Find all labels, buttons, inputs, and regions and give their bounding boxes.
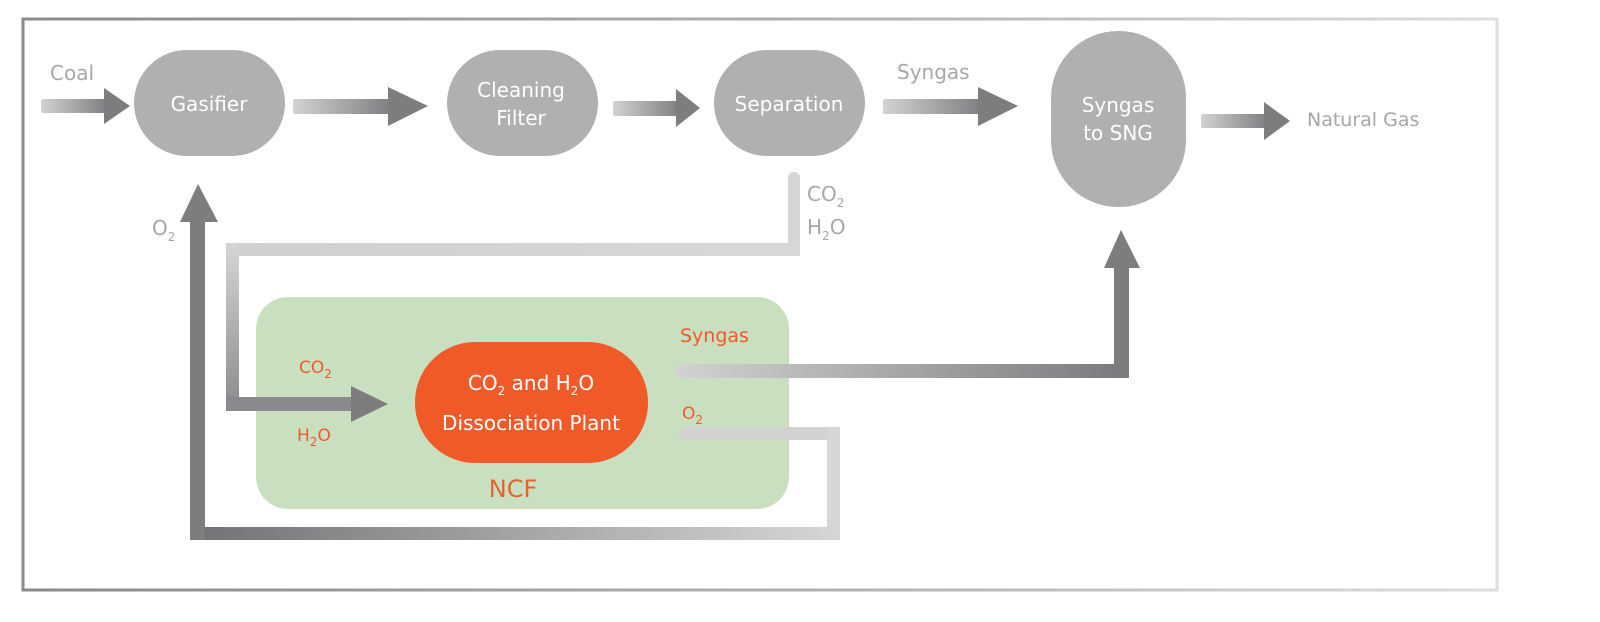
coal-label: Coal [50,61,94,85]
gasifier-node: Gasifier [134,50,285,156]
dissociation-plant-label-line1: CO2 and H2O [468,371,594,398]
cleaning-filter-label-line2: Filter [496,106,546,130]
gasifier-to-filter-arrow [293,87,428,126]
natural-gas-label: Natural Gas [1307,109,1419,131]
syngas-to-sng-node: Syngas to SNG [1051,31,1186,207]
sng-to-natural-gas-arrow [1201,102,1290,140]
separation-h2o-label: H2O [807,215,845,243]
ncf-co2-label: CO2 [299,358,332,381]
co2-h2o-return-loop [226,172,800,422]
syngas-to-sng-loop [676,230,1140,378]
ncf-h2o-label: H2O [297,426,331,449]
separation-co2-label: CO2 [807,182,844,210]
coal-arrow [41,88,130,124]
cleaning-filter-node: Cleaning Filter [447,50,598,156]
ncf-syngas-label: Syngas [680,325,749,347]
ncf-o2-label: O2 [682,404,703,427]
o2-gasifier-label: O2 [152,216,175,244]
dissociation-plant-node: CO2 and H2O Dissociation Plant [415,342,648,463]
ncf-label: NCF [489,475,538,503]
syngas-to-sng-label-line1: Syngas [1082,93,1155,117]
separation-label: Separation [735,92,844,116]
cleaning-filter-label-line1: Cleaning [477,78,565,102]
separation-to-sng-arrow [883,87,1018,126]
diagram-frame [21,17,1499,592]
dissociation-plant-label-line2: Dissociation Plant [442,411,620,435]
separation-node: Separation [714,50,865,156]
syngas-top-label: Syngas [897,60,970,84]
syngas-to-sng-label-line2: to SNG [1083,121,1153,145]
gasifier-label: Gasifier [171,92,249,116]
o2-return-loop [180,184,840,540]
filter-to-separation-arrow [613,89,700,127]
